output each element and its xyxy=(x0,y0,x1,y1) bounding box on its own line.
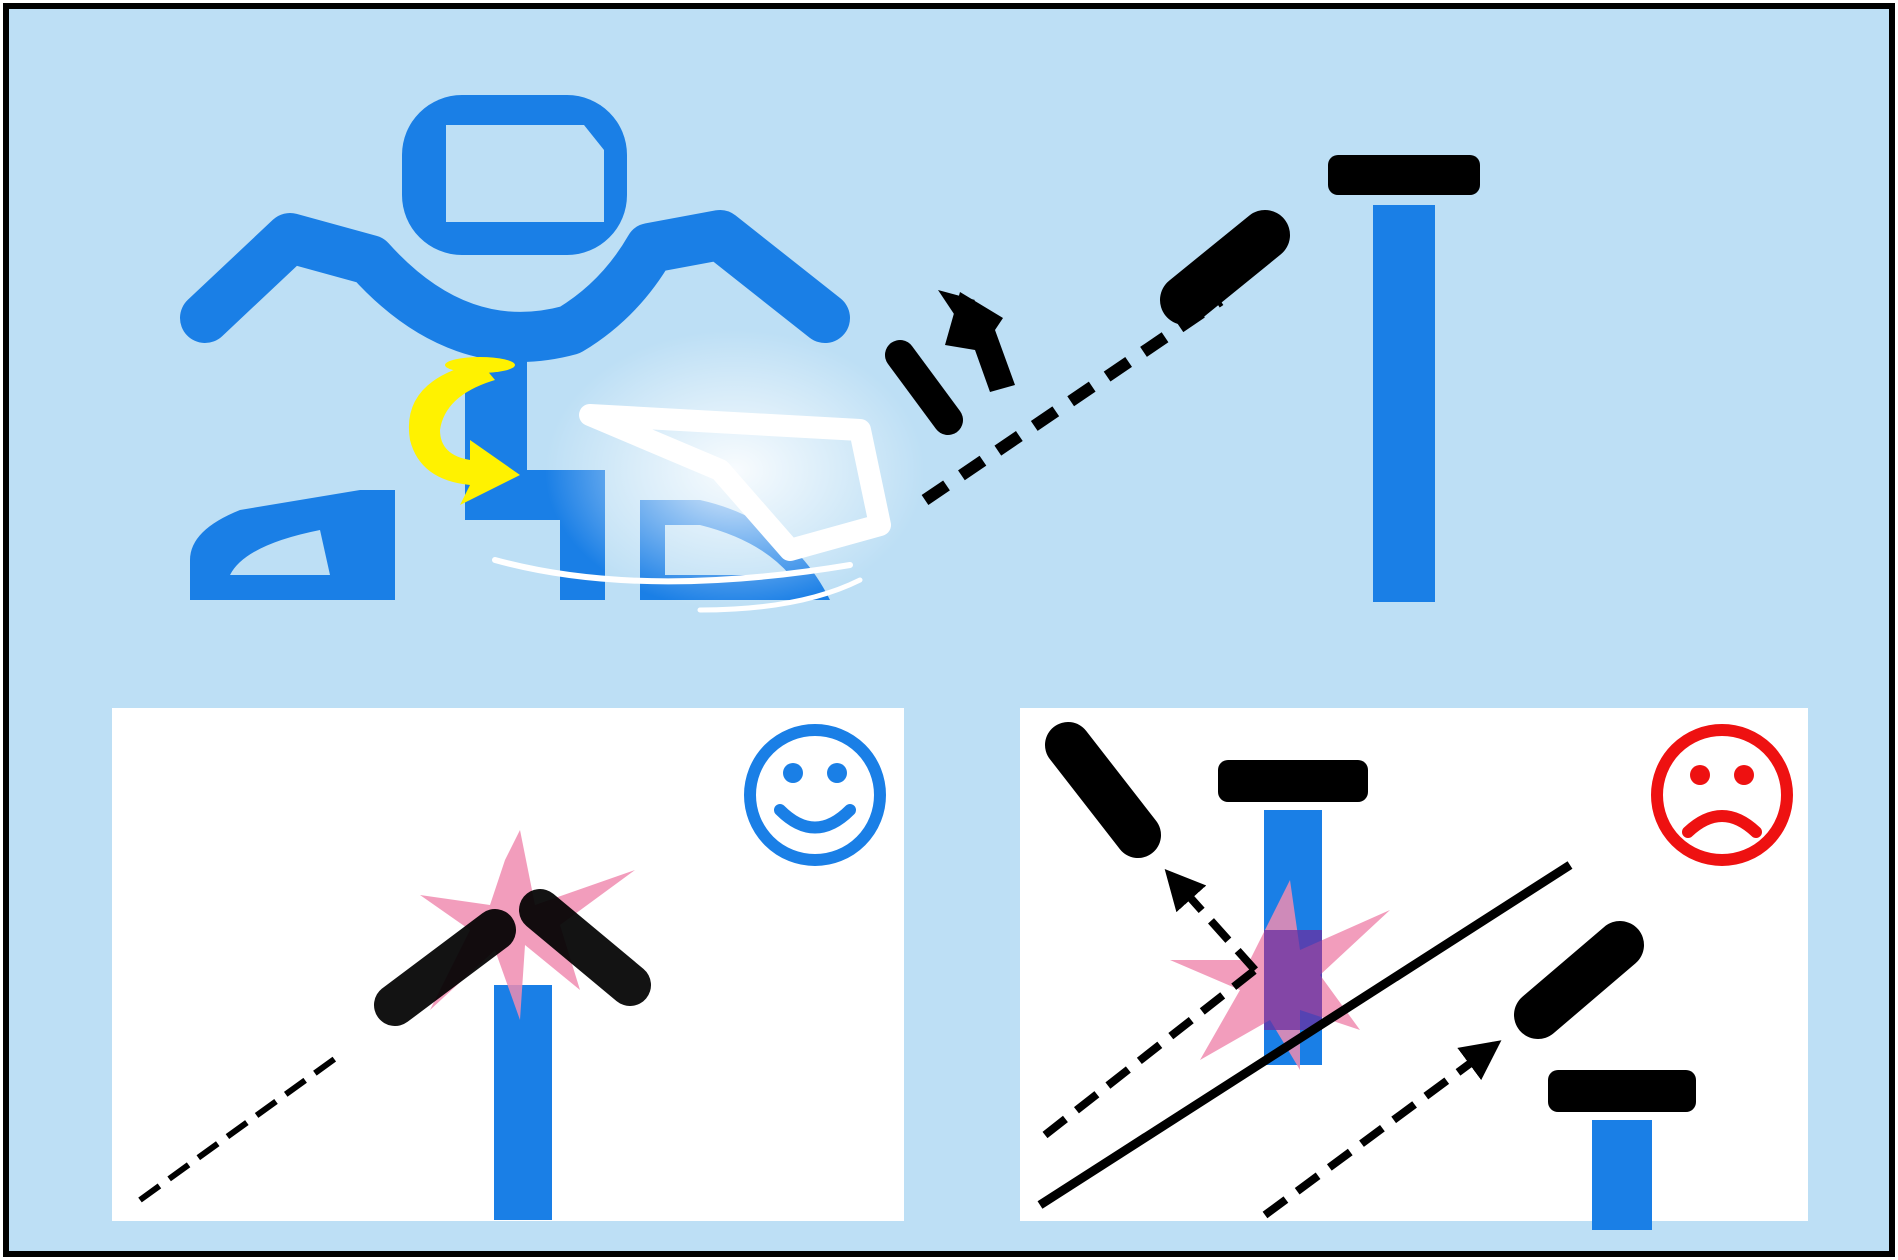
target-post-icon xyxy=(494,985,552,1220)
bad-outcome-panel xyxy=(1020,708,1808,1230)
good-outcome-panel xyxy=(112,708,904,1221)
